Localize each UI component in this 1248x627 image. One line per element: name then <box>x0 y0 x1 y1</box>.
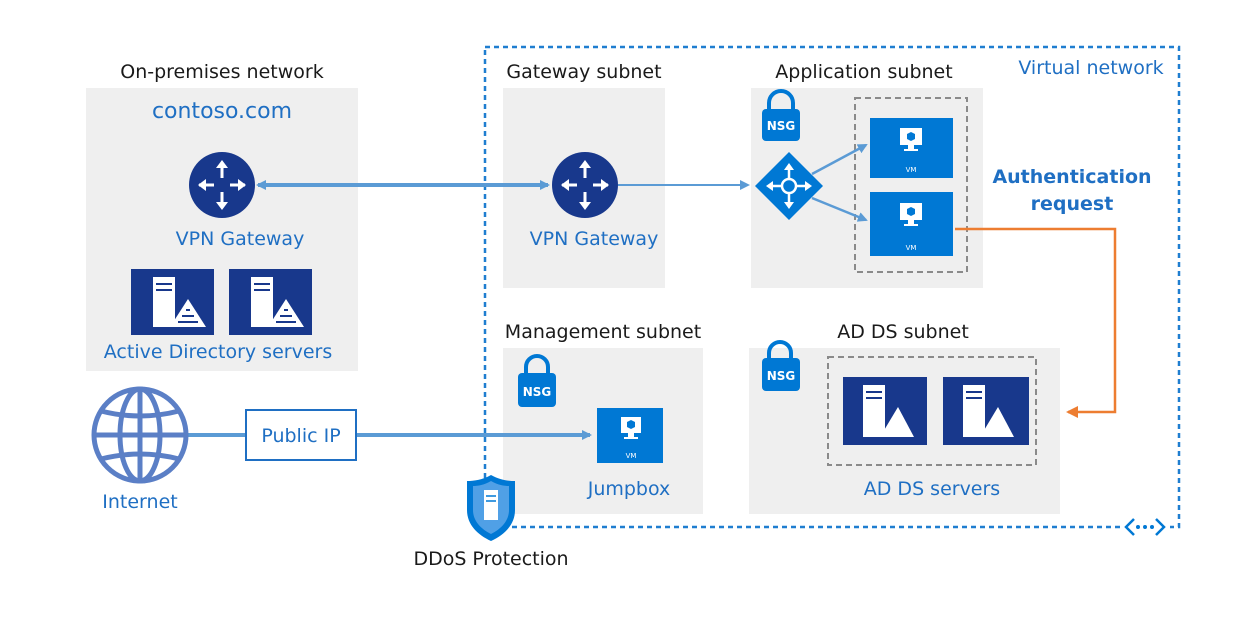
load-balancer-icon <box>755 152 823 220</box>
vnet-icon <box>1120 515 1170 539</box>
internet-label: Internet <box>102 491 177 513</box>
adds-servers-label: AD DS servers <box>864 478 1000 500</box>
azure-vpn-gateway-label: VPN Gateway <box>530 228 659 250</box>
nsg-lock-icon: NSG <box>762 89 800 141</box>
onprem-ad-server-icon <box>131 269 214 335</box>
lb-to-vm2-arrow <box>811 196 868 222</box>
auth-request-label-line1: Authentication <box>992 166 1151 188</box>
gateway-subnet-title: Gateway subnet <box>506 61 661 83</box>
adds-server-group-border <box>827 356 1037 466</box>
adds-server-icon <box>843 377 927 445</box>
virtual-network-label: Virtual network <box>1018 57 1163 79</box>
globe-icon <box>91 386 189 484</box>
azure-vpn-gateway-icon <box>552 152 618 218</box>
app-nsg-text: NSG <box>767 119 796 133</box>
public-ip-label: Public IP <box>261 425 340 447</box>
onprem-vpn-gateway-icon <box>189 152 255 218</box>
lb-to-vm1-arrow <box>811 143 868 176</box>
adds-subnet-title: AD DS subnet <box>837 321 969 343</box>
vm-badge: VM <box>626 452 637 460</box>
adds-nsg-text: NSG <box>767 369 796 383</box>
nsg-lock-icon: NSG <box>518 354 556 407</box>
vm-icon: VM <box>870 118 953 178</box>
auth-request-label-line2: request <box>1031 193 1114 215</box>
public-ip-box <box>245 409 357 461</box>
onprem-ad-servers-label: Active Directory servers <box>104 341 332 363</box>
onprem-vpn-gateway-label: VPN Gateway <box>176 228 305 250</box>
ddos-shield-icon <box>467 475 515 541</box>
mgmt-nsg-text: NSG <box>523 385 552 399</box>
nsg-lock-icon: NSG <box>762 340 800 391</box>
ddos-label: DDoS Protection <box>413 548 568 570</box>
virtual-network-border <box>483 45 1181 529</box>
vm-badge: VM <box>906 244 917 252</box>
auth-request-arrow <box>955 227 1117 418</box>
app-vm-group-border <box>854 97 968 273</box>
onprem-ad-server-icon <box>229 269 312 335</box>
jumpbox-label: Jumpbox <box>587 478 671 500</box>
adds-server-icon <box>943 377 1029 445</box>
on-premises-domain: contoso.com <box>152 99 292 124</box>
management-subnet-title: Management subnet <box>505 321 701 343</box>
vm-badge: VM <box>906 166 917 174</box>
vm-icon: VM <box>870 192 953 256</box>
jumpbox-vm-icon: VM <box>597 408 663 463</box>
on-premises-title: On-premises network <box>120 61 323 83</box>
application-subnet-title: Application subnet <box>775 61 952 83</box>
